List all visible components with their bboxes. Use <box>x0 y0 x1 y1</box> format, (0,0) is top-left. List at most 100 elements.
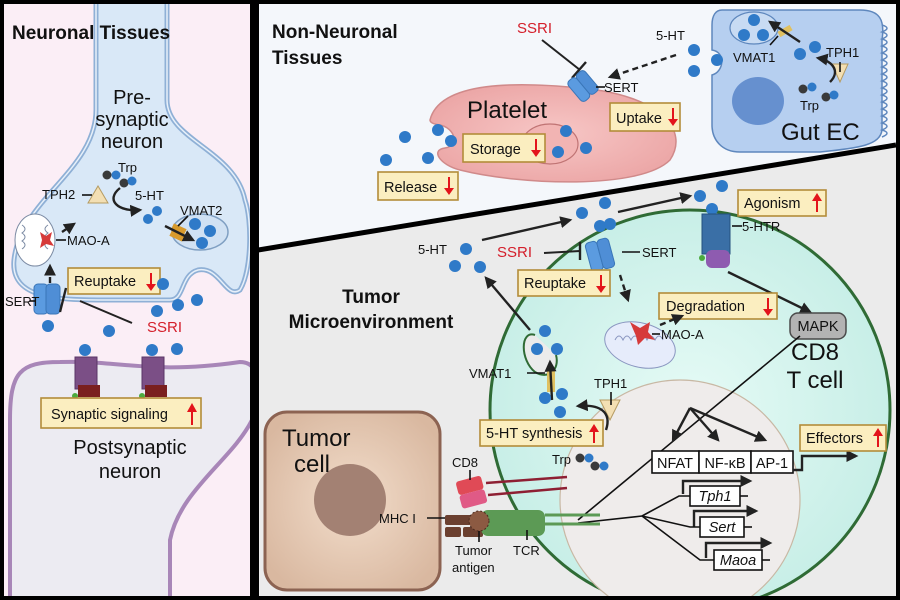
svg-text:Agonism: Agonism <box>744 196 800 212</box>
tumor-title-1: Tumor <box>342 287 400 308</box>
tumor-antigen-label-1: Tumor <box>455 543 493 558</box>
presynaptic-label-2: synaptic <box>95 109 168 131</box>
svg-text:NFAT: NFAT <box>657 456 693 472</box>
tumor-vmat1-label: VMAT1 <box>469 366 511 381</box>
cd8-t-cell-label-2: T cell <box>787 367 844 394</box>
sert-label: SERT <box>5 294 39 309</box>
5-htr-label: 5-HTR <box>742 219 780 234</box>
gut-ht-label: 5-HT <box>656 28 685 43</box>
down-arrow-icon <box>531 139 541 157</box>
right-panel-border <box>255 0 900 600</box>
gene-tph1: Tph1 <box>681 475 753 507</box>
svg-text:Reuptake: Reuptake <box>74 274 136 290</box>
up-arrow-icon <box>873 428 883 447</box>
tph2-label: TPH2 <box>42 187 75 202</box>
mitochondrion-icon <box>14 213 56 267</box>
postsynaptic-label-2: neuron <box>99 461 161 483</box>
uptake-flow-arrow <box>607 53 677 80</box>
non-neuronal-title-2: Tissues <box>272 48 342 69</box>
platelet-label: Platelet <box>467 97 547 124</box>
tumor-cell-label-1: Tumor <box>282 425 350 452</box>
gut-vmat1-label: VMAT1 <box>733 50 775 65</box>
tcr-icon <box>481 510 545 536</box>
tumor-sert-label: SERT <box>642 245 676 260</box>
tumor-tph1-label: TPH1 <box>594 376 627 391</box>
up-arrow-icon <box>589 424 599 443</box>
svg-text:Storage: Storage <box>470 142 521 158</box>
gut-trp-label: Trp <box>800 98 819 113</box>
svg-text:5-HT synthesis: 5-HT synthesis <box>486 426 582 442</box>
mapk-node: MAPK <box>789 312 847 340</box>
tph1-enzyme-icon <box>599 399 621 422</box>
svg-text:Release: Release <box>384 180 437 196</box>
down-arrow-icon <box>763 298 773 316</box>
ht-label: 5-HT <box>135 188 164 203</box>
synaptic-signaling-box: Synaptic signaling <box>40 397 202 429</box>
up-arrow-icon <box>812 193 822 212</box>
tf-ap-1: AP-1 <box>750 450 794 474</box>
release-box: Release <box>377 171 459 201</box>
svg-text:Sert: Sert <box>709 520 737 536</box>
neuronal-panel: Neuronal Tissues Pre- synaptic neuron Tr… <box>4 4 250 596</box>
sert-transporter-icon <box>33 283 61 315</box>
uptake-box: Uptake <box>609 102 681 132</box>
gut-ec-label: Gut EC <box>781 119 860 146</box>
gene-maoa: Maoa <box>704 537 773 571</box>
mhc-i-label: MHC I <box>379 511 416 526</box>
agonism-box: Agonism <box>737 189 827 217</box>
trp-label: Trp <box>118 160 137 175</box>
down-arrow-icon <box>146 273 156 291</box>
cd8-coreceptor-icon <box>456 475 488 509</box>
synthesis-box: 5-HT synthesis <box>479 419 604 447</box>
non-neuronal-title-1: Non-Neuronal <box>272 22 398 43</box>
svg-text:Synaptic signaling: Synaptic signaling <box>51 407 168 423</box>
presynaptic-label-3: neuron <box>101 131 163 153</box>
tumor-cell-label-2: cell <box>294 451 330 478</box>
tf-nfat: NFAT <box>651 450 700 474</box>
neuronal-reuptake-box: Reuptake <box>67 267 161 295</box>
neuronal-title: Neuronal Tissues <box>12 23 170 44</box>
postsynaptic-receptor-icon <box>72 356 100 399</box>
tumor-ssri-label: SSRI <box>497 244 532 261</box>
ssri-inhibition-line <box>543 250 581 254</box>
tumor-cell-nucleus <box>314 464 386 536</box>
synthesis-arrow <box>112 187 143 217</box>
svg-text:Tph1: Tph1 <box>698 489 731 505</box>
postsynaptic-label-1: Postsynaptic <box>73 437 186 459</box>
gut-ec-cell <box>711 9 888 153</box>
degradation-box: Degradation <box>658 292 778 320</box>
svg-text:Uptake: Uptake <box>616 111 662 127</box>
trp-molecule <box>102 170 112 180</box>
down-arrow-icon <box>668 108 678 126</box>
svg-text:Reuptake: Reuptake <box>524 276 586 292</box>
presynaptic-label-1: Pre- <box>113 87 151 109</box>
mao-a-enzyme-icon <box>630 322 655 345</box>
tcr-label: TCR <box>513 543 540 558</box>
gut-tph1-label: TPH1 <box>826 45 859 60</box>
tumor-trp-label: Trp <box>552 452 571 467</box>
tumor-mao-a-label: MAO-A <box>661 327 704 342</box>
tumor-antigen-label-2: antigen <box>452 560 495 575</box>
svg-text:MAPK: MAPK <box>797 319 838 335</box>
mao-a-enzyme-icon <box>40 232 54 248</box>
cd8-label: CD8 <box>452 455 478 470</box>
nucleus <box>732 77 784 125</box>
tumor-sert-icon <box>584 237 616 273</box>
tf-nf-kb: NF-κB <box>698 450 752 474</box>
ssri-inhibition-line <box>79 300 133 324</box>
effectors-box: Effectors <box>799 424 887 452</box>
svg-text:NF-κB: NF-κB <box>704 456 745 472</box>
platelet-sert-label: SERT <box>604 80 638 95</box>
vmat2-label: VMAT2 <box>180 203 222 218</box>
tumor-title-2: Microenvironment <box>289 312 454 333</box>
tumor-antigen-icon <box>468 510 490 532</box>
platelet-sert-icon <box>567 70 599 102</box>
ssri-inhibition-line <box>541 39 581 71</box>
cd8-t-cell-label-1: CD8 <box>791 339 839 366</box>
up-arrow-icon <box>187 403 197 425</box>
ssri-label: SSRI <box>147 319 182 336</box>
microvilli <box>879 24 888 138</box>
down-arrow-icon <box>444 177 454 195</box>
tph2-enzyme-icon <box>87 185 109 204</box>
